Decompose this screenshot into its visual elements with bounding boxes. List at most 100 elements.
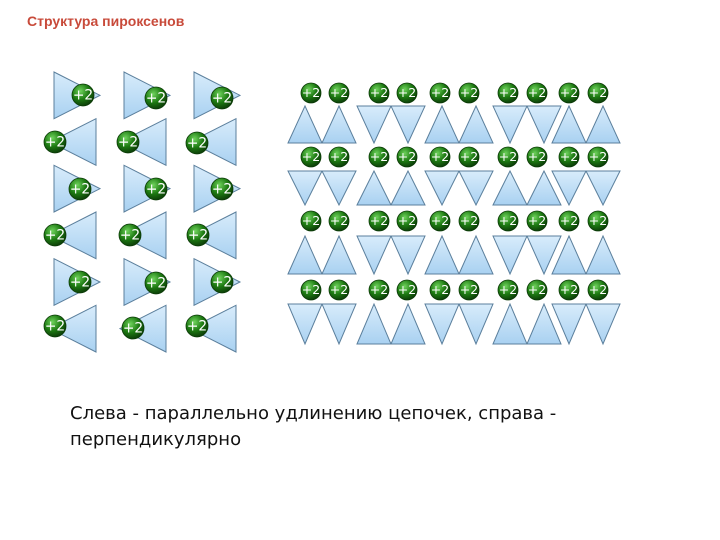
cation-icon: +2 [458, 82, 480, 104]
layer-tetrahedron [390, 169, 426, 206]
cation-charge-label: +2 [589, 282, 607, 297]
cation-icon: +2 [328, 146, 350, 168]
cation-charge-label: +2 [330, 149, 348, 164]
cation-charge-label: +2 [431, 149, 449, 164]
cation-charge-label: +2 [499, 85, 517, 100]
cation-icon: +2 [144, 177, 168, 201]
cation-icon: +2 [429, 82, 451, 104]
cation-icon: +2 [71, 83, 95, 107]
cation-icon: +2 [429, 146, 451, 168]
layer-tetrahedron [321, 104, 357, 144]
cation-charge-label: +2 [123, 321, 143, 337]
layer-tetrahedron [551, 104, 587, 144]
cation-icon: +2 [185, 131, 209, 155]
cation-icon: +2 [587, 82, 609, 104]
cation-icon: +2 [144, 86, 168, 110]
pyroxene-structure-diagram: +2 +2 +2 +2 +2 +2 +2 +2 +2 +2 +2 +2 +2 +2 +2 +2 +2 +2 +2 +2… [43, 71, 621, 353]
cation-charge-label: +2 [120, 228, 140, 244]
cation-charge-label: +2 [45, 228, 65, 244]
chain-tetrahedron [48, 211, 97, 260]
layer-tetrahedron [585, 104, 621, 144]
cation-icon: +2 [526, 279, 548, 301]
cation-icon: +2 [526, 146, 548, 168]
cation-charge-label: +2 [188, 228, 208, 244]
cation-charge-label: +2 [146, 182, 166, 198]
layer-tetrahedron [492, 235, 528, 276]
cation-icon: +2 [497, 279, 519, 301]
layer-tetrahedron [585, 303, 621, 346]
cation-charge-label: +2 [460, 85, 478, 100]
cation-icon: +2 [458, 210, 480, 232]
cation-charge-label: +2 [70, 182, 90, 198]
cation-icon: +2 [300, 82, 322, 104]
cation-charge-label: +2 [370, 213, 388, 228]
cation-charge-label: +2 [118, 135, 138, 151]
cation-icon: +2 [558, 82, 580, 104]
cation-icon: +2 [396, 146, 418, 168]
layer-tetrahedron [492, 302, 528, 345]
cation-icon: +2 [210, 86, 234, 110]
layer-tetrahedron [551, 234, 587, 275]
cation-charge-label: +2 [589, 213, 607, 228]
layer-tetrahedron [424, 170, 460, 207]
cation-charge-label: +2 [302, 282, 320, 297]
cation-icon: +2 [429, 279, 451, 301]
cation-icon: +2 [497, 146, 519, 168]
cation-charge-label: +2 [460, 149, 478, 164]
cation-charge-label: +2 [73, 88, 93, 104]
layer-tetrahedron [458, 104, 494, 144]
chain-tetrahedron [118, 117, 167, 167]
cation-charge-label: +2 [398, 213, 416, 228]
cation-icon: +2 [210, 177, 234, 201]
cation-charge-label: +2 [431, 85, 449, 100]
cation-charge-label: +2 [330, 213, 348, 228]
cation-charge-label: +2 [431, 282, 449, 297]
cation-charge-label: +2 [370, 85, 388, 100]
cation-charge-label: +2 [45, 135, 65, 151]
layer-tetrahedron [492, 169, 528, 206]
cation-charge-label: +2 [528, 149, 546, 164]
cation-charge-label: +2 [398, 282, 416, 297]
cation-charge-label: +2 [460, 282, 478, 297]
cation-icon: +2 [458, 279, 480, 301]
cation-charge-label: +2 [212, 91, 232, 107]
cation-icon: +2 [185, 314, 209, 338]
cation-charge-label: +2 [212, 275, 232, 291]
cation-icon: +2 [68, 270, 92, 294]
layer-tetrahedron [321, 170, 357, 207]
layer-tetrahedron [356, 169, 392, 206]
layer-tetrahedron [356, 235, 392, 276]
cation-icon: +2 [368, 146, 390, 168]
layer-tetrahedron [287, 170, 323, 207]
cation-icon: +2 [429, 210, 451, 232]
cation-icon: +2 [300, 279, 322, 301]
cation-icon: +2 [210, 270, 234, 294]
cation-icon: +2 [396, 210, 418, 232]
layer-tetrahedron [526, 105, 562, 145]
cation-charge-label: +2 [212, 182, 232, 198]
cation-icon: +2 [121, 316, 145, 340]
cation-icon: +2 [43, 223, 67, 247]
cation-charge-label: +2 [589, 149, 607, 164]
cation-icon: +2 [558, 146, 580, 168]
cation-icon: +2 [43, 314, 67, 338]
cation-charge-label: +2 [302, 149, 320, 164]
cation-icon: +2 [144, 271, 168, 295]
cation-icon: +2 [328, 82, 350, 104]
chain-tetrahedron [188, 117, 237, 167]
cation-icon: +2 [587, 210, 609, 232]
cation-charge-label: +2 [45, 319, 65, 335]
cation-icon: +2 [118, 223, 142, 247]
layer-tetrahedron [390, 302, 426, 345]
chain-tetrahedron [118, 211, 167, 260]
cation-charge-label: +2 [528, 85, 546, 100]
cation-icon: +2 [300, 146, 322, 168]
cation-charge-label: +2 [528, 282, 546, 297]
cation-charge-label: +2 [70, 275, 90, 291]
cation-charge-label: +2 [560, 149, 578, 164]
layer-tetrahedron [356, 302, 392, 345]
cation-icon: +2 [396, 279, 418, 301]
layer-tetrahedron [356, 105, 392, 145]
cation-charge-label: +2 [560, 282, 578, 297]
cation-charge-label: +2 [431, 213, 449, 228]
